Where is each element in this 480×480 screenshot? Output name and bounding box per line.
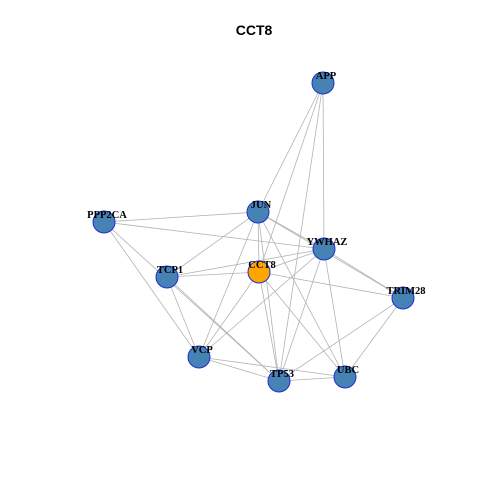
edge-cct8-ubc <box>258 271 346 378</box>
node-label-app: APP <box>316 71 337 82</box>
edge-trim28-ubc <box>344 297 404 378</box>
edge-ppp2ca-ywhaz <box>103 221 325 250</box>
edge-vcp-tp53 <box>198 356 280 382</box>
node-label-tp53: TP53 <box>270 369 294 380</box>
edge-tcp1-vcp <box>166 276 200 358</box>
edge-app-cct8 <box>258 82 324 273</box>
node-layer <box>92 71 415 393</box>
edge-cct8-tp53 <box>258 271 280 382</box>
node-label-trim28: TRIM28 <box>386 286 425 297</box>
edge-jun-tcp1 <box>166 211 259 278</box>
node-ubc <box>333 365 357 389</box>
edge-cct8-trim28 <box>258 271 404 299</box>
edge-tcp1-tp53 <box>166 276 280 382</box>
node-jun <box>246 200 270 224</box>
node-ywhaz <box>312 237 336 261</box>
node-label-cct8: CCT8 <box>248 260 275 271</box>
edge-ppp2ca-tp53 <box>103 221 280 382</box>
edge-ywhaz-ubc <box>323 248 346 378</box>
node-label-ywhaz: YWHAZ <box>307 237 348 248</box>
node-label-tcp1: TCP1 <box>157 265 183 276</box>
edge-vcp-ubc <box>198 356 346 378</box>
node-app <box>311 71 335 95</box>
node-label-ppp2ca: PPP2CA <box>87 210 127 221</box>
edge-cct8-vcp <box>198 271 260 358</box>
node-tp53 <box>267 369 291 393</box>
edge-ppp2ca-jun <box>103 211 259 223</box>
edge-app-ywhaz <box>322 82 325 250</box>
edge-ywhaz-tp53 <box>278 248 325 382</box>
graph-title: CCT8 <box>236 22 273 38</box>
edge-ppp2ca-vcp <box>103 221 200 358</box>
node-tcp1 <box>155 265 179 289</box>
edge-layer <box>103 82 404 382</box>
node-label-jun: JUN <box>251 200 272 211</box>
edge-trim28-tp53 <box>278 297 404 382</box>
edge-ywhaz-vcp <box>198 248 325 358</box>
node-ppp2ca <box>92 210 116 234</box>
node-cct8 <box>247 260 271 284</box>
node-trim28 <box>391 286 415 310</box>
edge-jun-ubc <box>257 211 346 378</box>
node-label-ubc: UBC <box>337 365 359 376</box>
edge-ywhaz-tcp1 <box>166 248 325 278</box>
edge-cct8-tcp1 <box>166 271 260 278</box>
edge-ywhaz-trim28 <box>323 248 404 299</box>
node-vcp <box>187 345 211 369</box>
node-label-vcp: VCP <box>191 345 213 356</box>
edge-jun-vcp <box>198 211 259 358</box>
edge-app-jun <box>257 82 324 213</box>
edge-app-tp53 <box>278 82 324 382</box>
